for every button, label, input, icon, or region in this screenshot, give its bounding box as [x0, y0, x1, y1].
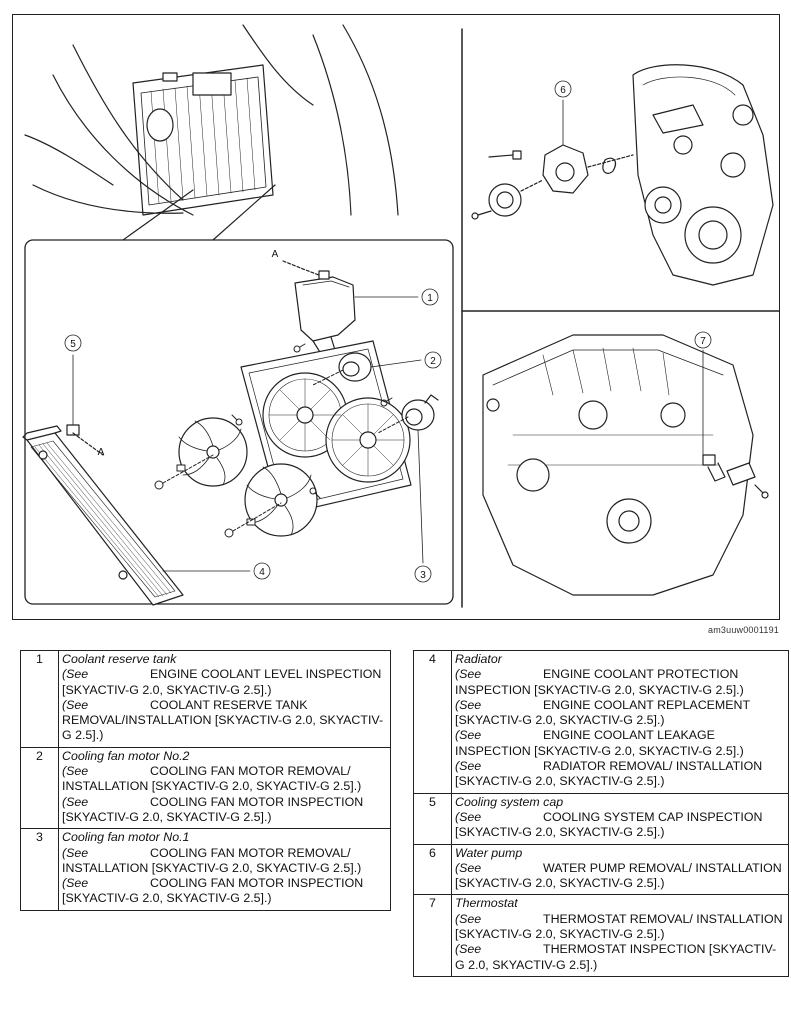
see-label: (See — [62, 764, 89, 779]
callout-4: 4 — [259, 567, 265, 578]
engine-thermostat-drawing — [482, 331, 769, 596]
procedure-link[interactable]: THERMOSTAT REMOVAL/ INSTALLATION [SKYACT… — [455, 911, 783, 942]
callout-7: 7 — [700, 336, 706, 347]
procedure-link[interactable]: COOLING FAN MOTOR REMOVAL/ INSTALLATION … — [62, 845, 362, 875]
procedure-link[interactable]: WATER PUMP REMOVAL/ INSTALLATION [SKYACT… — [455, 860, 782, 891]
see-label: (See — [455, 860, 482, 875]
detail-inset-frame — [24, 239, 454, 605]
part-number: 2 — [20, 746, 59, 830]
part-title: Thermostat — [455, 896, 518, 911]
see-label: (See — [62, 876, 89, 891]
part-number: 1 — [20, 650, 59, 748]
figure-code: am3uuw0001191 — [708, 625, 779, 635]
fasteners-drawing — [154, 343, 409, 538]
procedure-link[interactable]: ENGINE COOLANT LEAKAGE INSPECTION [SKYAC… — [455, 728, 744, 758]
cooling-system-diagram: A A 1 2 3 4 5 6 7 — [22, 24, 779, 608]
callout-labels: A A 1 2 3 4 5 6 7 — [70, 85, 706, 581]
see-label: (See — [455, 759, 482, 774]
callout-leaders-left — [64, 288, 442, 583]
part-number: 5 — [413, 792, 452, 845]
procedure-link[interactable]: COOLANT RESERVE TANK REMOVAL/INSTALLATIO… — [62, 697, 384, 743]
part-title: Radiator — [455, 652, 502, 666]
exploded-view-illustration: A A 1 2 3 4 5 6 7 — [12, 14, 780, 620]
part-title: Coolant reserve tank — [62, 652, 177, 666]
part-title: Water pump — [455, 845, 523, 860]
see-label: (See — [62, 794, 89, 809]
callout-2: 2 — [430, 356, 436, 367]
procedure-link[interactable]: THERMOSTAT INSPECTION [SKYACTIV-G 2.0, S… — [455, 942, 777, 972]
see-label: (See — [455, 942, 482, 957]
see-label: (See — [455, 728, 482, 743]
procedure-link[interactable]: COOLING FAN MOTOR REMOVAL/ INSTALLATION … — [62, 764, 362, 794]
see-label: (See — [62, 845, 89, 860]
water-pump-assembly-drawing — [471, 64, 774, 286]
part-title: Cooling fan motor No.2 — [62, 748, 190, 763]
procedure-link[interactable]: ENGINE COOLANT REPLACEMENT [SKYACTIV-G 2… — [455, 697, 750, 728]
callout-6: 6 — [560, 85, 566, 96]
procedure-link[interactable]: COOLING FAN MOTOR INSPECTION [SKYACTIV-G… — [62, 876, 364, 906]
callout-a-left: A — [98, 447, 105, 458]
cooling-fan-motor-2-drawing — [338, 352, 372, 382]
procedure-link[interactable]: COOLING SYSTEM CAP INSPECTION [SKYACTIV-… — [455, 809, 763, 840]
coolant-reserve-tank-drawing — [282, 260, 356, 366]
vehicle-front-overview — [24, 24, 399, 241]
callout-1: 1 — [427, 293, 433, 304]
callout-5: 5 — [70, 339, 76, 350]
procedure-link[interactable]: ENGINE COOLANT PROTECTION INSPECTION [SK… — [455, 667, 744, 697]
cooling-fan-blade-drawings — [178, 417, 318, 537]
callout-3: 3 — [420, 570, 426, 581]
part-title: Cooling fan motor No.1 — [62, 830, 190, 845]
part-number: 7 — [413, 894, 452, 977]
part-number: 6 — [413, 843, 452, 896]
see-label: (See — [455, 667, 482, 682]
procedure-link[interactable]: COOLING FAN MOTOR INSPECTION [SKYACTIV-G… — [62, 794, 364, 824]
see-label: (See — [62, 697, 89, 712]
callout-a-top: A — [272, 249, 279, 260]
part-number: 3 — [20, 828, 59, 911]
procedure-link[interactable]: ENGINE COOLANT LEVEL INSPECTION [SKYACTI… — [62, 667, 382, 697]
radiator-drawing — [22, 424, 184, 606]
see-label: (See — [455, 697, 482, 712]
part-title: Cooling system cap — [455, 794, 564, 809]
procedure-link[interactable]: RADIATOR REMOVAL/ INSTALLATION [SKYACTIV… — [455, 759, 763, 789]
see-label: (See — [62, 667, 89, 682]
cooling-fan-motor-1-drawing — [401, 394, 439, 431]
see-label: (See — [455, 911, 482, 926]
see-label: (See — [455, 809, 482, 824]
part-number: 4 — [413, 650, 452, 794]
